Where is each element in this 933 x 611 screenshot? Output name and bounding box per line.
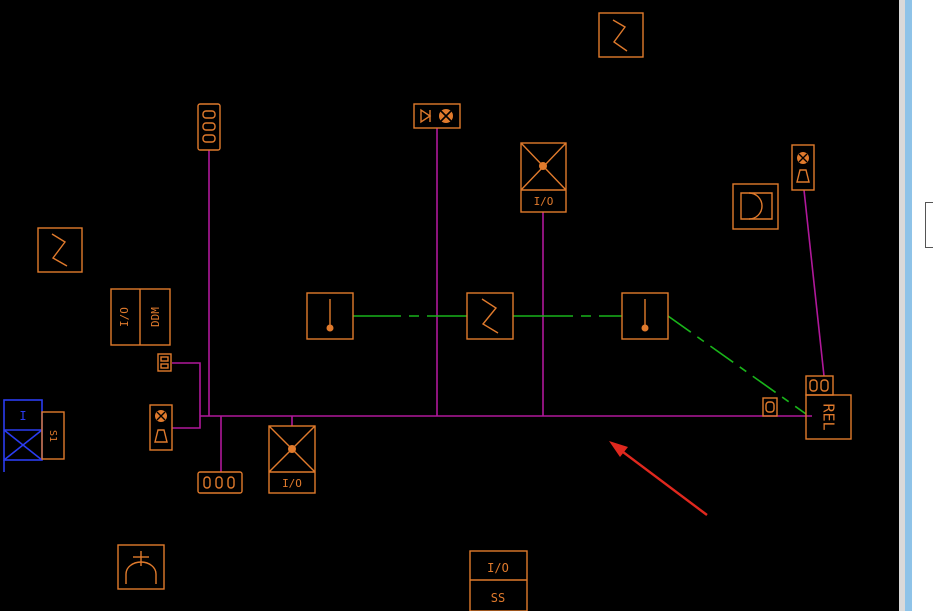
speaker-box[interactable] (732, 183, 779, 230)
triple-module-top[interactable] (197, 103, 221, 151)
rel-module[interactable]: REL (805, 394, 852, 440)
wire-small-module (172, 362, 201, 416)
small-device-rel[interactable] (762, 397, 778, 417)
pull-station-right[interactable] (621, 292, 669, 340)
rel-label: REL (820, 403, 838, 430)
red-arrow-icon (609, 441, 708, 516)
green-wire-diagonal (667, 315, 807, 415)
horn-strobe-left[interactable] (149, 404, 173, 451)
s-symbol-top[interactable] (598, 12, 644, 58)
s1-box[interactable]: S1 (41, 411, 65, 460)
wire-horn-to-rel (803, 189, 825, 377)
pull-station-left[interactable] (306, 292, 354, 340)
panel-blue-line (905, 0, 912, 611)
s1-label: S1 (47, 430, 58, 442)
ground-symbol[interactable] (117, 544, 165, 590)
io-module-bottom[interactable]: I/O (268, 425, 316, 494)
blue-device[interactable]: I (3, 399, 43, 472)
io-label-bottom: I/O (282, 477, 302, 490)
small-device-rel-top[interactable] (805, 375, 834, 396)
green-wiring (353, 315, 807, 415)
ddm-label: DDM (149, 307, 162, 327)
io-label-ss: I/O (487, 561, 509, 575)
horn-strobe-top[interactable] (413, 103, 461, 129)
io-label-ddm: I/O (118, 307, 131, 327)
io-ss-module[interactable]: I/O SS (469, 550, 528, 611)
wiring-bus (172, 128, 825, 472)
wire-left-device (172, 416, 201, 429)
io-ddm-module[interactable]: I/O DDM (110, 288, 171, 346)
ss-label: SS (491, 591, 505, 605)
right-panel-strip (899, 0, 933, 611)
small-module[interactable] (157, 353, 172, 372)
s-symbol-center[interactable] (466, 292, 514, 340)
s-symbol-left[interactable] (37, 227, 83, 273)
panel-edge (899, 0, 905, 611)
blue-device-label: I (19, 409, 26, 423)
panel-tab[interactable] (925, 202, 933, 248)
horn-strobe-right[interactable] (791, 144, 815, 191)
io-module-top[interactable]: I/O (520, 142, 567, 213)
triple-module-bottom[interactable] (197, 471, 243, 494)
io-label-top: I/O (534, 195, 554, 208)
